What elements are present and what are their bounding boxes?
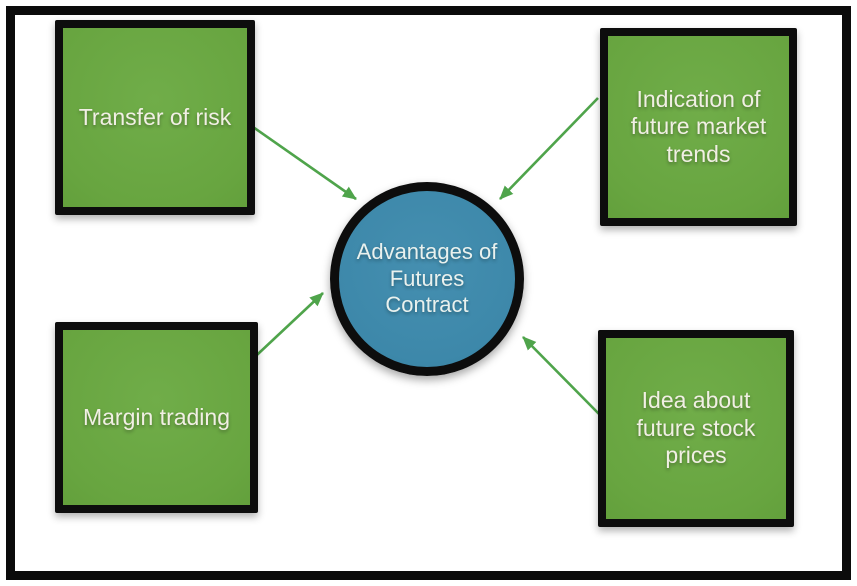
node-margin-trading-label: Margin trading — [82, 403, 231, 430]
node-indication-of-future-market-trends-label: Indication of future market trends — [630, 85, 767, 167]
node-idea-about-future-stock-prices: Idea about future stock prices — [598, 330, 794, 527]
node-transfer-of-risk-label: Transfer of risk — [78, 103, 232, 130]
node-idea-about-future-stock-prices-label: Idea about future stock prices — [636, 387, 756, 469]
node-transfer-of-risk: Transfer of risk — [55, 20, 255, 215]
node-advantages-of-futures-contract-label: Advantages of Futures Contract — [356, 239, 498, 318]
arrow-indication-of-future-market-trends-to-center — [499, 97, 599, 200]
node-margin-trading: Margin trading — [55, 322, 258, 513]
node-advantages-of-futures-contract: Advantages of Futures Contract — [330, 182, 524, 376]
node-indication-of-future-market-trends: Indication of future market trends — [600, 28, 797, 226]
arrow-idea-about-future-stock-prices-to-center — [522, 336, 601, 416]
arrow-transfer-of-risk-to-center — [252, 125, 357, 201]
